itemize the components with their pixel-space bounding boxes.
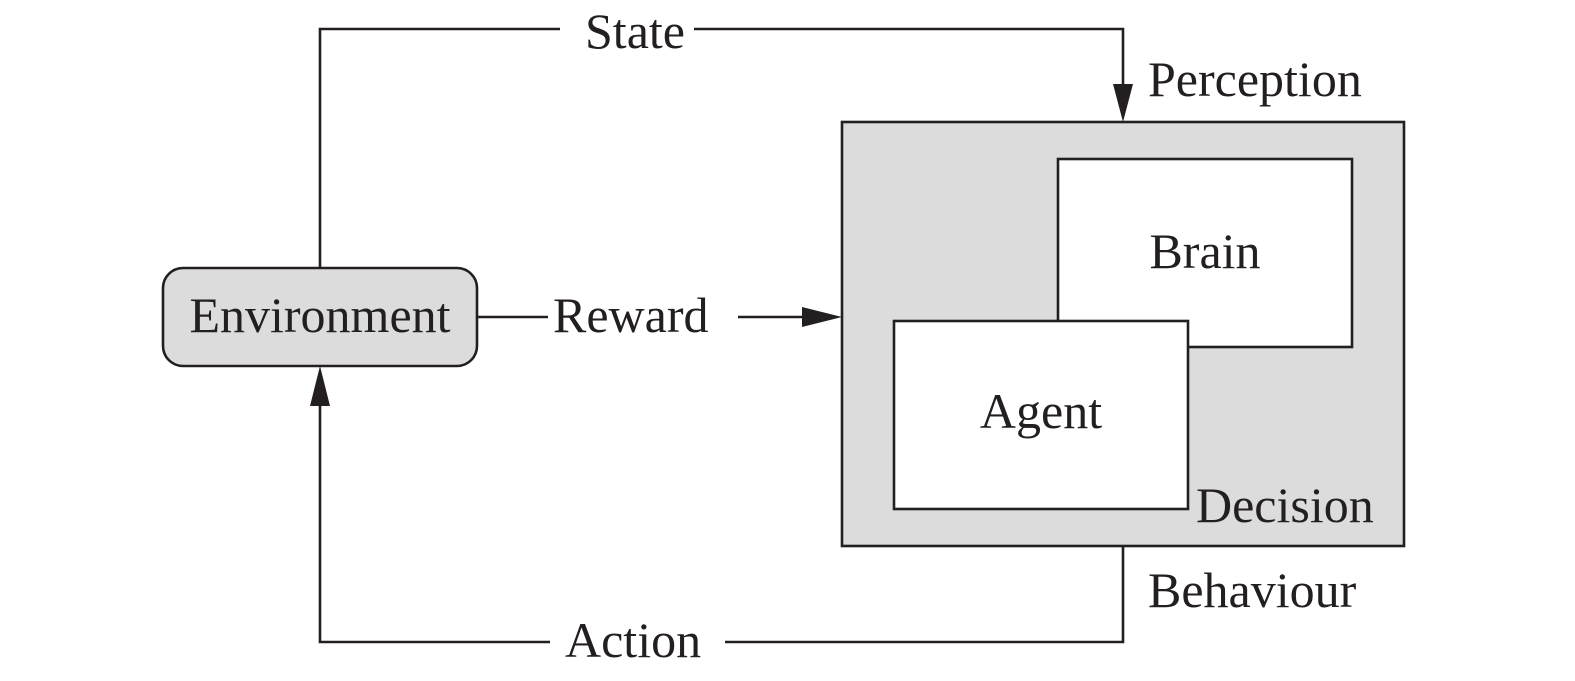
environment-label: Environment <box>189 287 450 343</box>
action-connector-right <box>725 546 1125 644</box>
state-connector-left <box>318 27 560 268</box>
agent-box <box>892 319 1190 511</box>
brain-box <box>1056 157 1354 349</box>
behaviour-label: Behaviour <box>1148 562 1357 618</box>
state-connector-right <box>694 27 1125 88</box>
agent-label: Agent <box>980 383 1102 439</box>
action-connector-left <box>318 404 550 644</box>
state-label: State <box>585 3 685 59</box>
reward-label: Reward <box>553 287 709 343</box>
state-arrowhead <box>1113 84 1133 122</box>
brain-label: Brain <box>1149 223 1260 279</box>
decision-label: Decision <box>1196 477 1374 533</box>
reward-arrowhead <box>802 307 842 327</box>
perception-label: Perception <box>1148 51 1362 107</box>
action-label: Action <box>565 612 701 668</box>
action-arrowhead <box>310 366 330 406</box>
